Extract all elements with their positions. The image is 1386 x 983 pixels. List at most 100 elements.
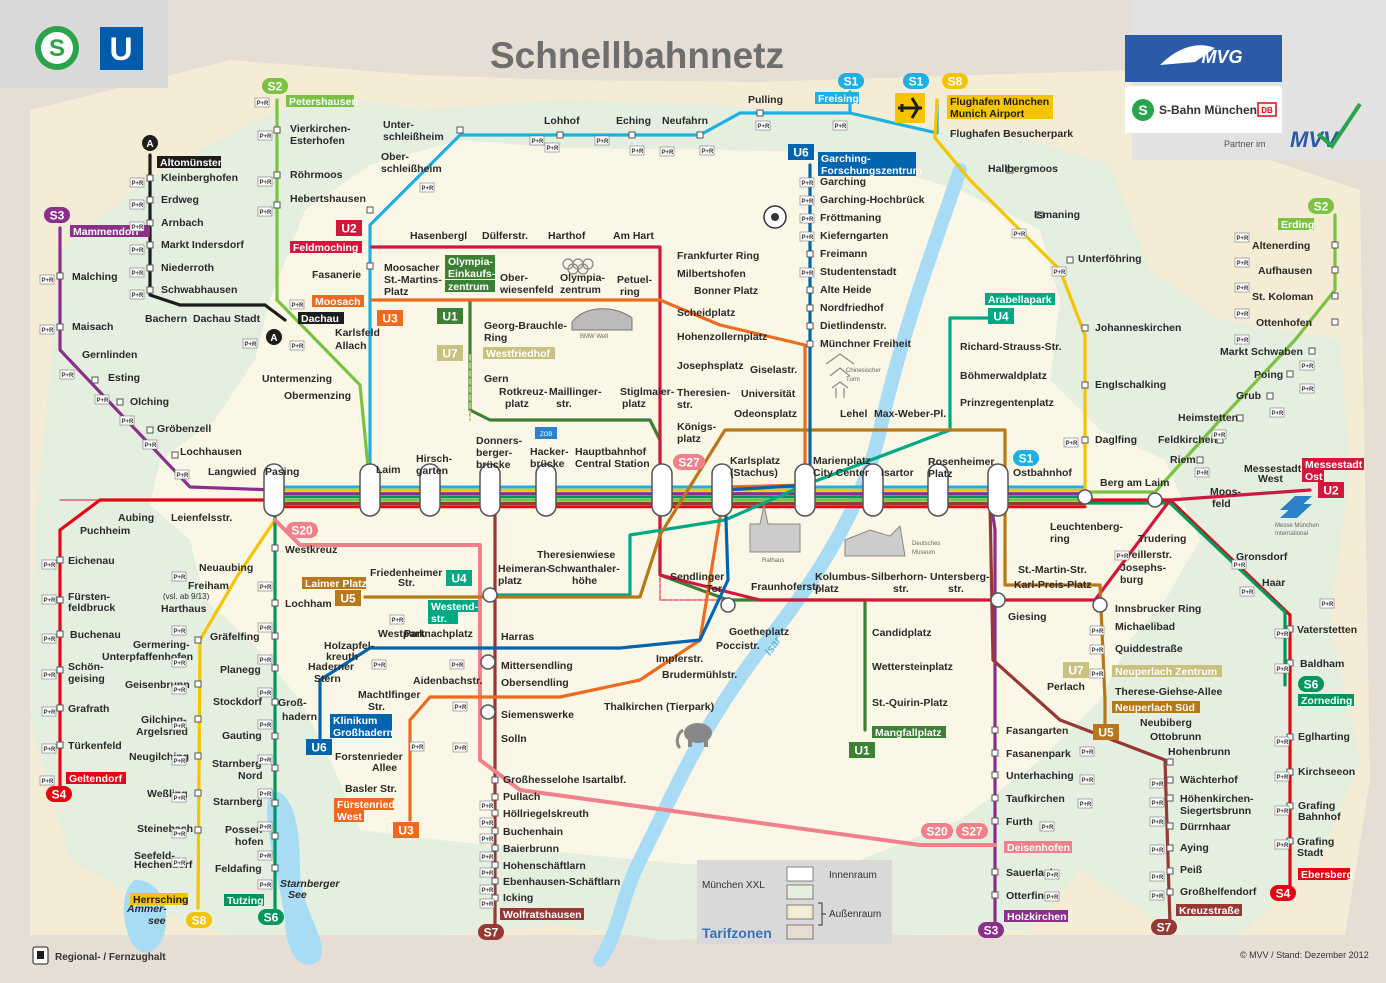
station-tick (1006, 166, 1014, 174)
park-and-ride-icon (799, 213, 815, 224)
messe-label-1: Messe München (1275, 523, 1319, 529)
station-label: Unterföhring (1078, 253, 1142, 265)
line-badge-u1 (849, 742, 875, 758)
station-label: Leienfelsstr. (171, 512, 232, 524)
line-badge-label: U4 (451, 572, 467, 586)
park-and-ride-label: P+R (1092, 629, 1105, 635)
station-label: ring (620, 286, 640, 298)
chinese-tower-label-2: Turm (846, 377, 860, 383)
terminal-label: Moosach (315, 296, 361, 308)
s-bahn-logo-inner (41, 32, 73, 64)
park-and-ride-label: P+R (174, 724, 187, 730)
park-and-ride-icon (1274, 805, 1290, 816)
station-label: Str. (398, 577, 415, 589)
station-label: Neuaubing (199, 562, 253, 574)
park-and-ride-label: P+R (1277, 740, 1290, 746)
db-badge-text: DB (1261, 106, 1273, 115)
station-label: Schwanthaler- (548, 563, 620, 575)
line-badge-s7 (1151, 919, 1177, 935)
terminal-label: Flughafen München (950, 96, 1049, 108)
park-and-ride-label: P+R (1054, 270, 1067, 276)
station-label: Bahnhof (1298, 811, 1341, 823)
terminal-box (872, 726, 946, 738)
station-label: See (288, 889, 307, 901)
park-and-ride-icon (254, 97, 270, 108)
terminal-label: str. (431, 613, 447, 625)
station-tick (806, 322, 814, 330)
terminal-label: Tutzing (227, 895, 264, 907)
messe-logo-icon (1280, 496, 1312, 518)
station-label: Aubing (118, 512, 154, 524)
line-badge-s2 (1308, 198, 1334, 214)
station-label: Germering- (133, 639, 190, 651)
park-and-ride-label: P+R (260, 134, 273, 140)
park-and-ride-icon (94, 394, 110, 405)
terminal-box (483, 347, 555, 359)
station-tick (194, 752, 202, 760)
line-badge-label: U2 (341, 222, 357, 236)
station-label: Karlsplatz (730, 455, 780, 467)
station-tick (146, 241, 154, 249)
tarif-swatch-inner (786, 866, 814, 882)
zob-icon (535, 427, 557, 439)
station-label: Königs- (677, 421, 717, 433)
station-label: Dürrnhaar (1180, 821, 1231, 833)
line-badge-label: S6 (1304, 678, 1319, 692)
db-logo-text: S-Bahn München (1159, 103, 1257, 117)
station-tick (1331, 266, 1339, 274)
station-label: platz (815, 583, 839, 595)
hirschgarten-hub (419, 463, 441, 517)
park-and-ride-label: P+R (1117, 554, 1130, 560)
isar-river (593, 163, 967, 967)
station-label: St.-Quirin-Platz (872, 697, 948, 709)
station-label: platz (622, 398, 646, 410)
ostbahnhof-hub (987, 463, 1009, 517)
park-and-ride-icon (1149, 816, 1165, 827)
terminal-label: Forschungszentrum (821, 165, 922, 177)
park-and-ride-icon (257, 622, 273, 633)
station-label: Taufkirchen (1006, 793, 1065, 805)
terminal-box (985, 293, 1055, 305)
line-badge-label: S20 (291, 524, 313, 538)
station-label: Lochhausen (180, 446, 242, 458)
station-label: Neufahrn (662, 115, 708, 127)
park-and-ride-label: P+R (702, 149, 715, 155)
station-label: Holzapfel- (324, 640, 375, 652)
line-badge-label: S3 (50, 209, 65, 223)
s2-north (275, 98, 372, 489)
line-badge-label: S7 (484, 926, 499, 940)
tarif-inner-label: Innenraum (829, 870, 877, 881)
line-badge-label: S7 (1157, 921, 1172, 935)
terminal-label: Fürstenried (337, 799, 395, 811)
station-label: platz (498, 575, 522, 587)
park-and-ride-label: P+R (392, 618, 405, 624)
station-tick (91, 376, 99, 384)
station-tick (628, 131, 636, 139)
station-label: Esting (108, 372, 140, 384)
park-and-ride-icon (629, 145, 645, 156)
park-and-ride-icon (1149, 797, 1165, 808)
terminal-box (286, 95, 354, 107)
station-label: Pasing (265, 466, 299, 478)
station-label: Leuchtenberg- (1050, 521, 1123, 533)
station-label: Max-Weber-Pl. (874, 408, 946, 420)
park-and-ride-label: P+R (132, 203, 145, 209)
station-labels-layer: Vierkirchen-EsterhofenRöhrmoosHebertshau… (66, 92, 1364, 927)
station-tick (271, 544, 279, 552)
station-label: Riem (1170, 454, 1196, 466)
tarif-swatch-outer1 (786, 904, 814, 920)
park-and-ride-label: P+R (245, 342, 258, 348)
station-label: Implerstr. (656, 653, 703, 665)
line-badge-label: U7 (442, 347, 458, 361)
station-label: Hacker- (530, 446, 569, 458)
park-and-ride-icon (479, 817, 495, 828)
station-tick (56, 741, 64, 749)
terminal-label: Großhadern (333, 727, 393, 739)
terminal-box (818, 164, 916, 176)
park-and-ride-icon (289, 299, 305, 310)
station-tick (1266, 392, 1274, 400)
station-label: Gauting (222, 730, 262, 742)
station-label: Groß- (278, 697, 307, 709)
terminal-label: Westend- (431, 601, 479, 613)
park-and-ride-label: P+R (452, 663, 465, 669)
